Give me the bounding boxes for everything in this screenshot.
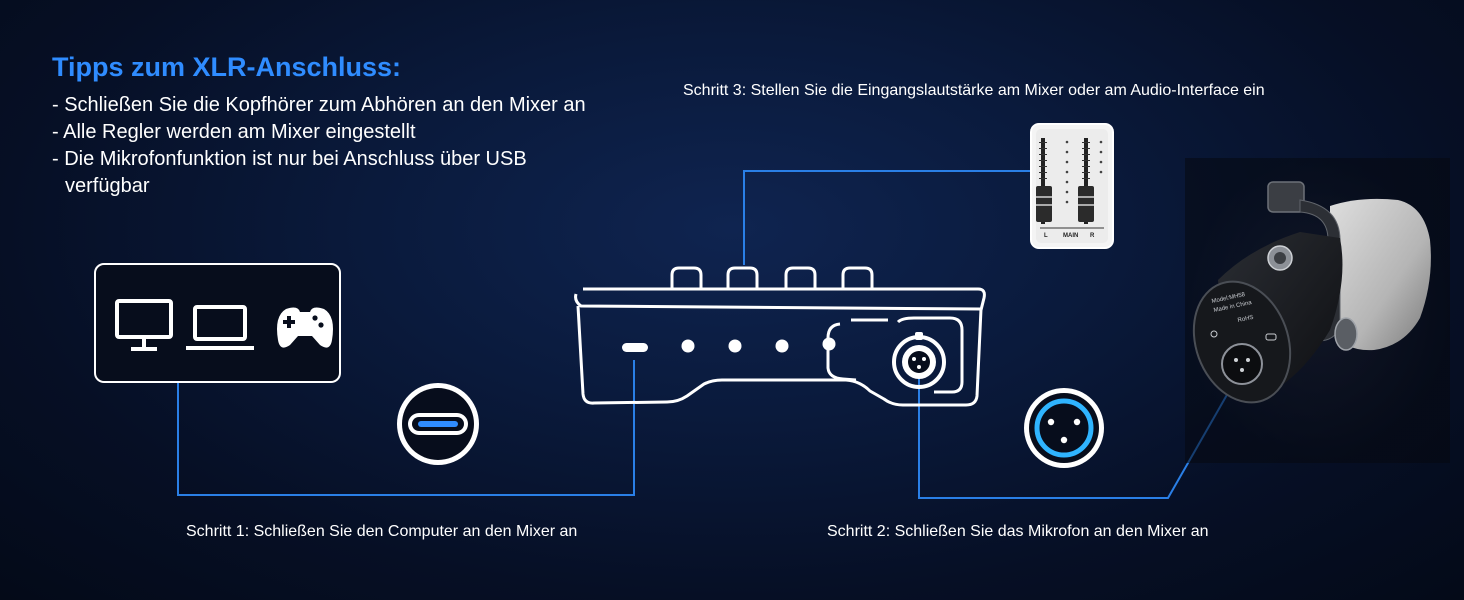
mixer-ports [622,337,836,353]
mixer-usb-port [622,343,648,352]
step-1-caption: Schritt 1: Schließen Sie den Computer an… [186,523,578,540]
mixer-device [574,266,986,407]
step-2-caption: Schritt 2: Schließen Sie das Mikrofon an… [827,523,1209,540]
mixer-led [775,339,789,353]
fader-panel: L MAIN R [1030,123,1114,249]
mixer-led [822,337,836,351]
mixer-led [681,339,695,353]
fader-label-left: L [1044,233,1048,239]
mixer-led [728,339,742,353]
mic-headphone-jack-icon [1210,330,1218,338]
microphone: Model:MH58 Made in China RoHS [1185,158,1450,463]
tip-item: Schließen Sie die Kopfhörer zum Abhören … [52,92,592,119]
mixer-xlr-jack [892,332,946,389]
mic-usb-port-icon [1265,333,1277,341]
fader-label-main: MAIN [1063,233,1078,239]
devices-box [94,263,341,383]
tip-item: Die Mikrofonfunktion ist nur bei Anschlu… [52,146,592,200]
laptop-icon [186,305,254,350]
xlr-icon [1024,388,1104,468]
tip-item: Alle Regler werden am Mixer eingestellt [52,119,592,146]
tips-title: Tipps zum XLR-Anschluss: [52,52,402,82]
line-computer-to-mixer [177,360,635,496]
fader-label-right: R [1090,233,1095,239]
tips-list: Schließen Sie die Kopfhörer zum Abhören … [52,92,592,200]
gamepad-icon [277,307,333,348]
line-mixer-to-panel [743,170,1031,265]
step-3-caption: Schritt 3: Stellen Sie die Eingangslauts… [683,82,1265,99]
mic-label-rohs: RoHS [1237,315,1254,324]
monitor-icon [115,299,173,351]
usb-c-icon [397,383,479,465]
